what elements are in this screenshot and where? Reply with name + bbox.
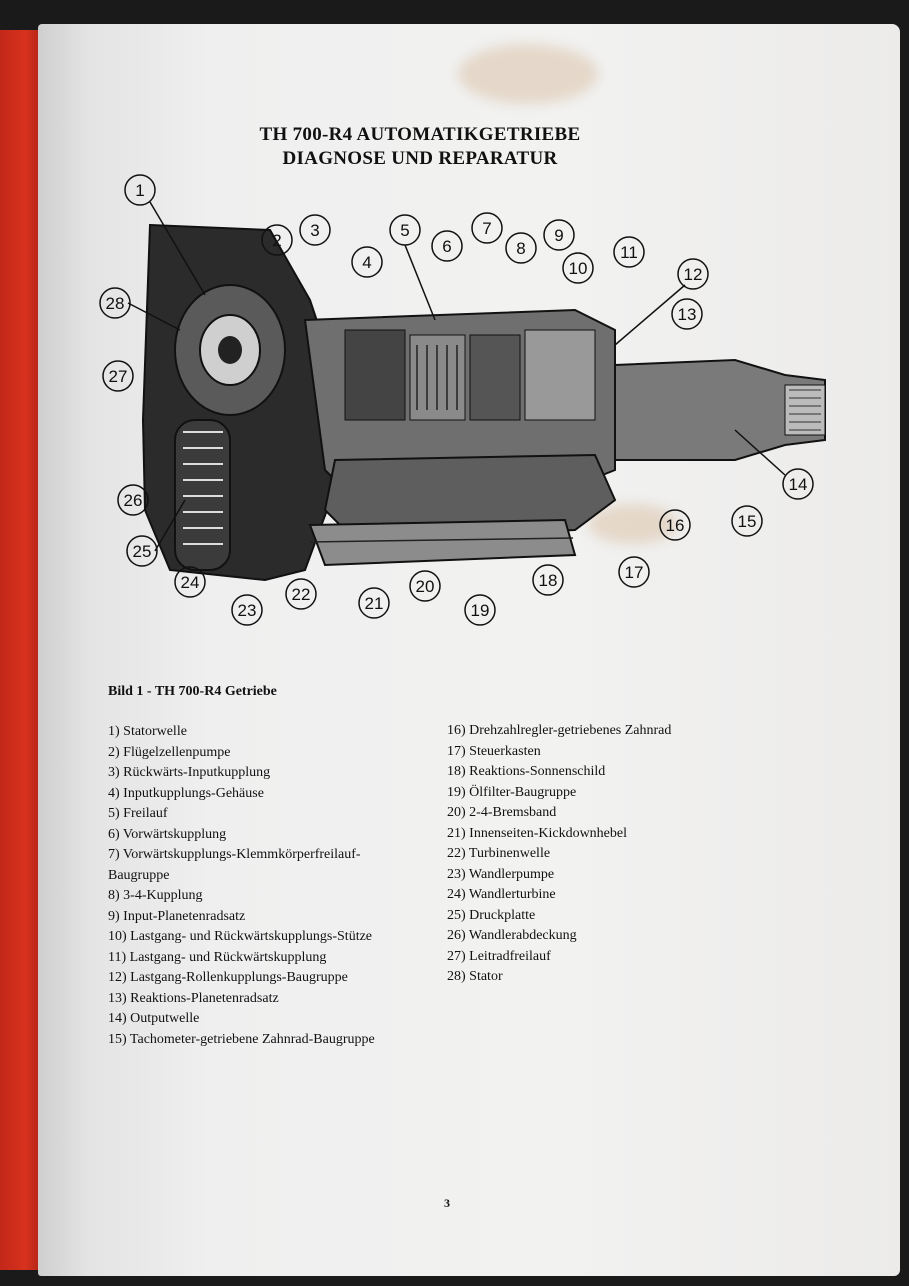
legend-item: 17) Steuerkasten [447, 743, 541, 759]
callout-13: 13 [678, 305, 697, 324]
legend-item: 1) Statorwelle [108, 724, 187, 739]
book-spine [0, 30, 42, 1270]
callouts [99, 174, 814, 626]
callout-23: 23 [238, 601, 257, 620]
oil-filter-line [309, 537, 574, 543]
legend-item: 9) Input-Planetenradsatz [108, 908, 246, 924]
callout-11: 11 [620, 243, 638, 262]
legend-item: 6) Vorwärtskupplung [108, 826, 227, 842]
callout-labels: 1 2 3 4 5 6 7 8 9 10 11 12 13 14 15 16 1… [106, 181, 808, 620]
transmission-cutaway-diagram: 1 2 3 4 5 6 7 8 9 10 11 12 13 14 15 16 1… [99, 174, 826, 626]
callout-28: 28 [106, 294, 125, 313]
page-title: TH 700-R4 AUTOMATIKGETRIEBE [259, 124, 581, 145]
legend-item: 26) Wandlerabdeckung [447, 928, 577, 943]
legend-item: 10) Lastgang- und Rückwärtskupplungs-Stü… [108, 929, 373, 944]
legend-item: 23) Wandlerpumpe [447, 866, 555, 882]
oil-pan [308, 518, 577, 567]
callout-22: 22 [292, 585, 311, 604]
legend-item: 4) Inputkupplungs-Gehäuse [108, 785, 264, 801]
callout-10: 10 [569, 259, 588, 278]
legend-item: 22) Turbinenwelle [447, 846, 551, 861]
valve-body [323, 453, 617, 542]
callout-24: 24 [181, 573, 200, 592]
callout-15: 15 [738, 512, 757, 531]
callout-16: 16 [666, 516, 685, 535]
legend-item: 16) Drehzahlregler-getriebenes Zahnrad [447, 723, 672, 738]
callout-26: 26 [124, 491, 143, 510]
callout-25: 25 [133, 542, 152, 561]
output-shaft-spline [784, 384, 826, 436]
converter-center [218, 336, 242, 364]
callout-4: 4 [362, 253, 371, 272]
callout-2: 2 [272, 231, 281, 250]
legend-item: 3) Rückwärts-Inputkupplung [108, 765, 271, 780]
callout-12: 12 [684, 265, 703, 284]
legend-item: 25) Druckplatte [447, 907, 536, 923]
legend-item: 7) Vorwärtskupplungs-Klemmkörperfreilauf… [108, 847, 361, 862]
paper-stain [588, 504, 678, 544]
legend-item: 11) Lastgang- und Rückwärtskupplung [108, 949, 327, 965]
callout-17: 17 [625, 563, 644, 582]
legend-item: 14) Outputwelle [108, 1011, 200, 1026]
callout-7: 7 [482, 219, 491, 238]
legend-item: 13) Reaktions-Planetenradsatz [108, 990, 279, 1006]
page-subtitle: DIAGNOSE UND REPARATUR [282, 148, 558, 169]
tail-housing [614, 358, 826, 461]
legend-item: 2) Flügelzellenpumpe [108, 744, 231, 760]
callout-1: 1 [135, 181, 144, 200]
callout-14: 14 [789, 475, 808, 494]
bleed-through-text [778, 124, 781, 139]
callout-6: 6 [442, 237, 451, 256]
callout-18: 18 [539, 571, 558, 590]
callout-9: 9 [554, 226, 563, 245]
paper-stain [458, 44, 598, 104]
legend-left-column: 1) Statorwelle 2) Flügelzellenpumpe 3) R… [108, 722, 375, 1050]
legend-item: 24) Wandlerturbine [447, 887, 556, 902]
rear-clutch [524, 329, 596, 421]
callout-5: 5 [400, 221, 409, 240]
legend-item: 19) Ölfilter-Baugruppe [447, 784, 577, 800]
legend-item: 12) Lastgang-Rollenkupplungs-Baugruppe [108, 970, 348, 985]
legend-item: 21) Innenseiten-Kickdownhebel [447, 825, 627, 841]
legend-item: 27) Leitradfreilauf [447, 948, 551, 964]
legend-item: 15) Tachometer-getriebene Zahnrad-Baugru… [108, 1031, 375, 1047]
legend-item: 28) Stator [447, 969, 503, 984]
callout-20: 20 [416, 577, 435, 596]
pump-section [344, 329, 406, 421]
callout-19: 19 [471, 601, 490, 620]
legend-item: 5) Freilauf [108, 806, 168, 821]
callout-21: 21 [365, 594, 384, 613]
clutch-plates [416, 345, 458, 410]
spline-lines [789, 389, 821, 431]
blade-lines [183, 431, 223, 545]
legend-item: 8) 3-4-Kupplung [108, 888, 203, 903]
legend-item: 20) 2-4-Bremsband [447, 805, 557, 820]
legend-item: 18) Reaktions-Sonnenschild [447, 764, 606, 779]
callout-3: 3 [310, 221, 319, 240]
figure-caption: Bild 1 - TH 700-R4 Getriebe [108, 684, 277, 699]
planetary-set [469, 334, 521, 421]
legend-right-column: 16) Drehzahlregler-getriebenes Zahnrad 1… [447, 721, 671, 988]
callout-27: 27 [109, 367, 128, 386]
legend-item: Baugruppe [108, 867, 170, 883]
callout-8: 8 [516, 239, 525, 258]
page-number: 3 [444, 1196, 450, 1210]
